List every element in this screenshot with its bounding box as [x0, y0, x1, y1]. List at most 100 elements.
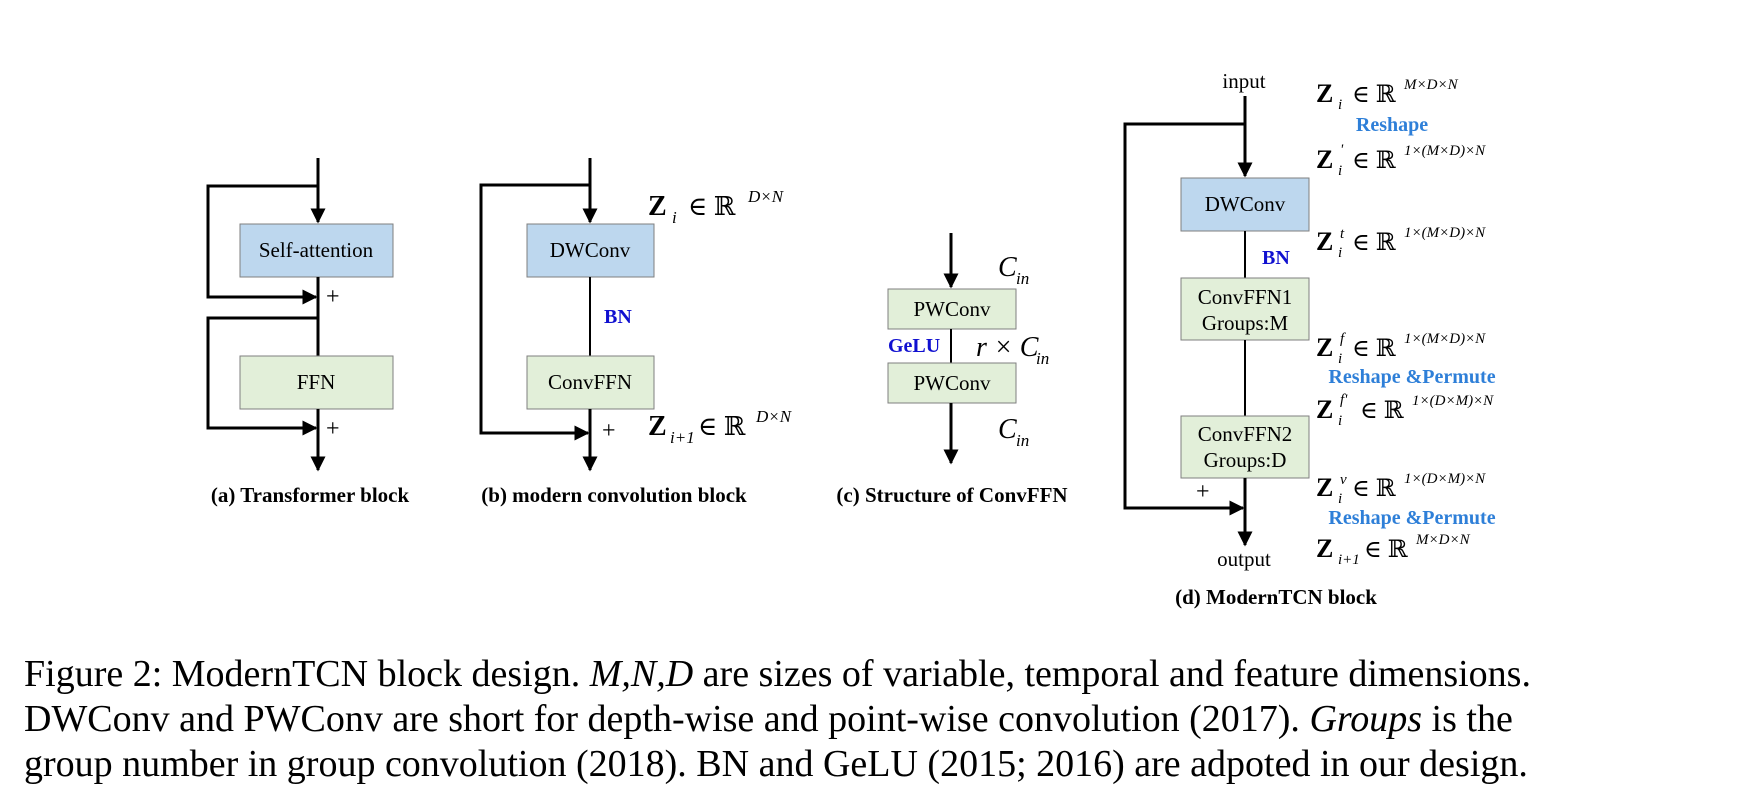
d-z2-supbase: t	[1340, 226, 1345, 242]
b-dwconv-label: DWConv	[550, 238, 631, 262]
b-convffn-box	[526, 355, 655, 410]
caption-line-2-math: Groups	[1309, 698, 1423, 740]
a-self-attention-label: Self-attention	[259, 238, 374, 262]
c-gelu-label: GeLU	[888, 335, 940, 357]
c-cin-top-base: C	[998, 252, 1017, 283]
b-convffn-label: ConvFFN	[548, 370, 632, 394]
b-caption: (b) modern convolution block	[481, 483, 747, 507]
d-z1-annotation: Z ' i ∈ ℝ 1×(M×D)×N	[1316, 142, 1486, 179]
d-convffn1-line2: Groups:M	[1202, 311, 1289, 335]
d-output-label: output	[1217, 547, 1271, 571]
d-z1-sub: i	[1338, 163, 1342, 179]
d-z0-base: Z	[1316, 79, 1333, 108]
d-z2-sup: 1×(M×D)×N	[1404, 225, 1486, 241]
c-pwconv-box-2	[887, 362, 1017, 404]
b-bn-label: BN	[604, 306, 632, 328]
d-z5-sub: i	[1338, 491, 1342, 507]
d-z0-annotation: Z i ∈ ℝ M×D×N	[1316, 77, 1459, 113]
c-caption: (c) Structure of ConvFFN	[836, 483, 1067, 507]
c-cin-bottom-sub: in	[1016, 431, 1029, 450]
caption-line-3: group number in group convolution (2018)…	[24, 743, 1528, 785]
d-z3-supbase: f	[1340, 331, 1346, 347]
d-z6-base: Z	[1316, 534, 1333, 563]
d-z4-base: Z	[1316, 395, 1333, 424]
d-reshape-permute-label-2: Reshape &Permute	[1328, 507, 1495, 529]
a-ffn-label: FFN	[297, 370, 336, 394]
d-dwconv-label: DWConv	[1205, 192, 1286, 216]
d-z6-sup: M×D×N	[1415, 532, 1471, 548]
b-plus: +	[602, 418, 616, 444]
c-mid-sub: in	[1036, 349, 1049, 368]
b-z-in-sup: D×N	[747, 187, 785, 206]
a-plus-2: +	[326, 416, 340, 442]
c-cin-bottom-base: C	[998, 414, 1017, 445]
caption-line-2-suffix: is the	[1422, 698, 1513, 740]
d-z0-sup: M×D×N	[1403, 77, 1459, 93]
b-z-in-rel: ∈ ℝ	[688, 192, 736, 221]
c-pwconv-box-1	[887, 288, 1017, 330]
d-z3-sub: i	[1338, 351, 1342, 367]
d-plus: +	[1196, 479, 1210, 505]
b-z-out-sub: i+1	[670, 428, 695, 447]
d-z1-supbase: '	[1340, 142, 1344, 158]
d-dwconv-box	[1180, 177, 1310, 232]
a-residual-1	[206, 184, 318, 305]
d-z4-supbase: f'	[1340, 392, 1348, 408]
b-z-out-annotation: Z i+1 ∈ ℝ D×N	[648, 407, 793, 447]
caption-line-1-suffix: are sizes of variable, temporal and feat…	[693, 653, 1531, 695]
d-z6-annotation: Z i+1 ∈ ℝ M×D×N	[1316, 532, 1471, 568]
d-convffn2-line1: ConvFFN2	[1198, 422, 1293, 446]
d-z0-rel: ∈ ℝ	[1352, 82, 1397, 108]
b-z-out-rel: ∈ ℝ	[698, 412, 746, 441]
d-z2-rel: ∈ ℝ	[1352, 230, 1397, 256]
d-reshape-label: Reshape	[1356, 114, 1428, 136]
caption-line-1: Figure 2: ModernTCN block design. M,N,D …	[24, 652, 1724, 697]
d-caption: (d) ModernTCN block	[1175, 585, 1377, 609]
panel-b-modern-conv-block: DWConv BN ConvFFN + Z i ∈ ℝ D×N Z i+1 ∈ …	[479, 158, 793, 507]
a-residual-2	[206, 316, 318, 436]
a-caption: (a) Transformer block	[211, 483, 410, 507]
figure-caption: Figure 2: ModernTCN block design. M,N,D …	[24, 652, 1724, 787]
d-convffn1-box	[1180, 277, 1310, 341]
caption-line-2-prefix: DWConv and PWConv are short for depth-wi…	[24, 698, 1310, 740]
d-z2-base: Z	[1316, 227, 1333, 256]
d-z5-base: Z	[1316, 473, 1333, 502]
panel-a-transformer-block: Self-attention FFN + + (a) Transformer b…	[206, 158, 410, 507]
b-z-in-base: Z	[648, 191, 667, 222]
caption-line-2: DWConv and PWConv are short for depth-wi…	[24, 697, 1724, 742]
caption-line-1-prefix: Figure 2: ModernTCN block design.	[24, 653, 590, 695]
caption-line-1-math: M,N,D	[589, 653, 694, 695]
panel-c-convffn-structure: PWConv GeLU PWConv C in r × C in C in (c…	[836, 233, 1068, 507]
c-pwconv-label-2: PWConv	[913, 371, 991, 395]
d-z5-supbase: v	[1340, 472, 1347, 488]
d-input-label: input	[1222, 69, 1265, 93]
d-z2-annotation: Z t i ∈ ℝ 1×(M×D)×N	[1316, 225, 1486, 261]
d-convffn2-line2: Groups:D	[1204, 448, 1287, 472]
d-z4-rel: ∈ ℝ	[1360, 398, 1405, 424]
b-z-in-annotation: Z i ∈ ℝ D×N	[648, 187, 785, 227]
b-z-out-sup: D×N	[755, 407, 793, 426]
d-z6-sub: i+1	[1338, 552, 1360, 568]
d-z2-sub: i	[1338, 245, 1342, 261]
d-z3-sup: 1×(M×D)×N	[1404, 331, 1486, 347]
d-z1-sup: 1×(M×D)×N	[1404, 143, 1486, 159]
d-z3-rel: ∈ ℝ	[1352, 336, 1397, 362]
d-z4-sub: i	[1338, 413, 1342, 429]
d-z5-sup: 1×(D×M)×N	[1404, 471, 1486, 487]
b-dwconv-box	[526, 223, 655, 278]
d-z4-sup: 1×(D×M)×N	[1412, 393, 1494, 409]
panel-d-moderntcn-block: input DWConv BN ConvFFN1 Groups:M ConvFF…	[1123, 69, 1496, 609]
b-z-out-base: Z	[648, 411, 667, 442]
b-residual	[479, 183, 590, 441]
c-pwconv-label-1: PWConv	[913, 297, 991, 321]
d-z4-annotation: Z f' i ∈ ℝ 1×(D×M)×N	[1316, 392, 1494, 429]
d-convffn1-line1: ConvFFN1	[1198, 285, 1293, 309]
b-z-in-sub: i	[672, 208, 677, 227]
d-reshape-permute-label-1: Reshape &Permute	[1328, 366, 1495, 388]
d-z1-rel: ∈ ℝ	[1352, 148, 1397, 174]
c-mid-prefix: r × C	[976, 332, 1039, 363]
d-z5-annotation: Z v i ∈ ℝ 1×(D×M)×N	[1316, 471, 1486, 507]
d-z0-sub: i	[1338, 97, 1342, 113]
d-z6-rel: ∈ ℝ	[1364, 537, 1409, 563]
d-convffn2-box	[1180, 415, 1310, 479]
